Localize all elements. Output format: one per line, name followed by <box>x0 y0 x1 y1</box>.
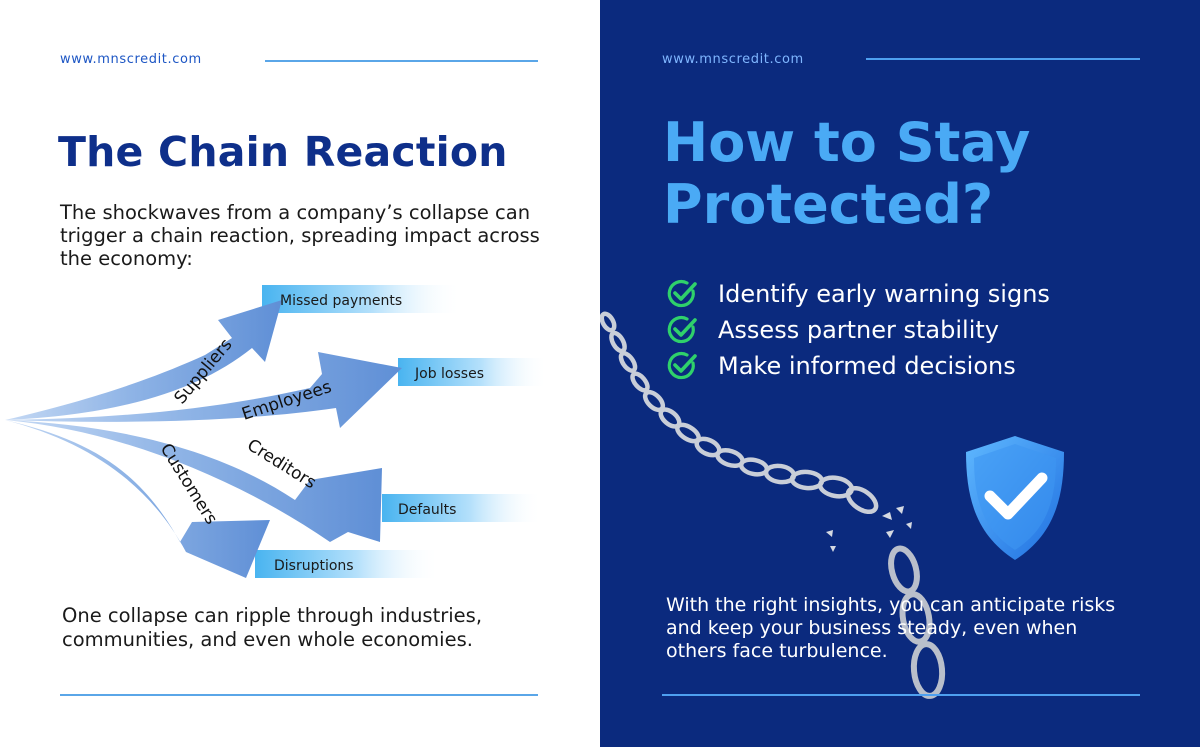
protection-panel: www.mnscredit.com How to Stay Protected? <box>600 0 1200 747</box>
effect-label-disruptions: Disruptions <box>274 558 354 574</box>
page-title: How to Stay Protected? <box>663 112 1183 236</box>
chain-reaction-diagram: Suppliers Employees Creditors Customers … <box>5 285 548 578</box>
intro-text: The shockwaves from a company’s collapse… <box>60 201 540 270</box>
checklist-item-text: Assess partner stability <box>718 316 999 344</box>
arrow-suppliers <box>5 300 282 420</box>
effect-label-missed-payments: Missed payments <box>280 293 402 309</box>
arrow-creditors <box>5 420 382 542</box>
effect-label-defaults: Defaults <box>398 502 456 518</box>
shield-check-icon <box>966 436 1064 560</box>
branch-arrows <box>5 300 402 578</box>
effect-tag-defaults <box>382 494 542 522</box>
arrow-employees <box>5 352 402 428</box>
site-url[interactable]: www.mnscredit.com <box>60 52 202 67</box>
effect-label-job-losses: Job losses <box>414 366 484 382</box>
bottom-divider <box>60 694 538 696</box>
title-line-2: Protected? <box>663 173 994 236</box>
broken-chain-icon <box>600 311 946 699</box>
checklist-item-text: Identify early warning signs <box>718 280 1050 308</box>
bottom-divider <box>662 694 1140 696</box>
top-divider <box>265 60 538 62</box>
effect-tag-job-losses <box>398 358 548 386</box>
list-item: Identify early warning signs <box>666 276 1050 312</box>
top-divider <box>866 58 1140 60</box>
chain-reaction-panel: www.mnscredit.com The Chain Reaction The… <box>5 52 548 696</box>
closing-text: With the right insights, you can anticip… <box>666 594 1116 662</box>
effect-tag-disruptions <box>255 550 440 578</box>
check-circle-icon <box>667 351 697 380</box>
page-title: The Chain Reaction <box>58 128 508 176</box>
protection-checklist: Identify early warning signs Assess part… <box>666 276 1050 384</box>
title-line-1: How to Stay <box>663 111 1031 174</box>
effect-tags <box>255 285 548 578</box>
checklist-item-text: Make informed decisions <box>718 352 1016 380</box>
site-url[interactable]: www.mnscredit.com <box>662 52 804 67</box>
list-item: Make informed decisions <box>666 348 1050 384</box>
arrow-customers <box>5 420 270 578</box>
check-circle-icon <box>667 279 697 308</box>
list-item: Assess partner stability <box>666 312 1050 348</box>
check-circle-icon <box>667 315 697 344</box>
effect-tag-missed-payments <box>262 285 462 313</box>
closing-text: One collapse can ripple through industri… <box>62 604 483 651</box>
